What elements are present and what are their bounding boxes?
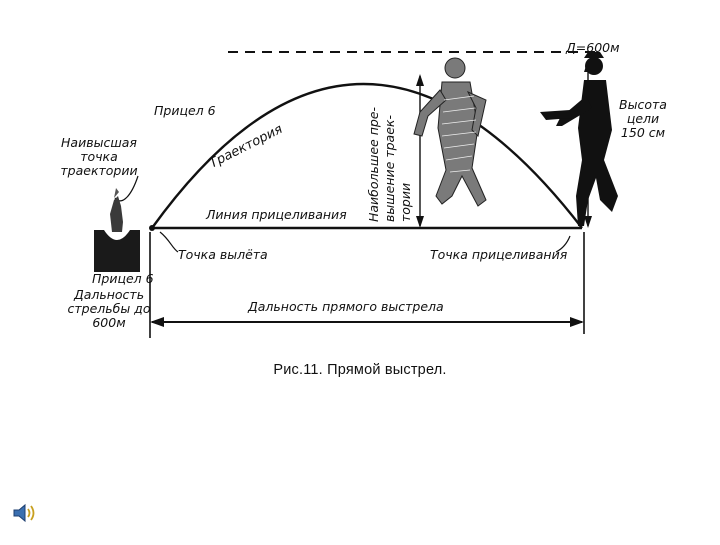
launch-point-marker bbox=[149, 225, 155, 231]
svg-text:Наибольшее пре-: Наибольшее пре- bbox=[366, 107, 381, 222]
highest-point-label: Наивысшая точка траектории bbox=[60, 135, 138, 178]
exceed-line-3: тории bbox=[398, 183, 413, 222]
enemy-target-figure bbox=[540, 52, 618, 226]
launch-point-label: Точка вылёта bbox=[178, 247, 268, 262]
soldier-hatching bbox=[441, 95, 477, 173]
figure-caption: Рис.11. Прямой выстрел. bbox=[273, 362, 447, 378]
exceed-line-2: вышение траек- bbox=[382, 115, 397, 222]
svg-text:тории: тории bbox=[398, 183, 413, 222]
range-arrowhead-left bbox=[150, 317, 164, 327]
sight-top-label: Прицел 6 bbox=[154, 103, 216, 118]
trajectory-label: Траектория bbox=[207, 122, 285, 172]
trajectory-curve bbox=[151, 83, 583, 229]
range-arrowhead-right bbox=[570, 317, 584, 327]
sight-bottom-label: Прицел 6 bbox=[92, 271, 154, 286]
soldier-running-figure bbox=[413, 57, 487, 207]
aim-point-leader bbox=[555, 235, 571, 253]
highest-point-leader bbox=[114, 175, 139, 202]
aim-line-label: Линия прицеливания bbox=[206, 207, 347, 222]
max-height-arrowhead-bottom bbox=[416, 216, 424, 228]
target-height-arrowhead-bottom bbox=[584, 216, 592, 228]
launch-point-leader bbox=[159, 231, 179, 253]
speaker-icon[interactable] bbox=[12, 502, 38, 524]
exceed-line-1: Наибольшее пре- bbox=[366, 107, 381, 222]
aim-point-label: Точка прицеливания bbox=[430, 247, 568, 262]
range-label: Дальность стрельбы до 600м bbox=[67, 287, 151, 330]
exceed-label-group: Наибольшее пре- вышение траек- тории bbox=[366, 107, 413, 222]
distance-label: Д=600м bbox=[566, 40, 620, 55]
direct-range-label: Дальность прямого выстрела bbox=[248, 299, 444, 314]
rear-sight-illustration bbox=[94, 188, 140, 272]
max-height-arrowhead-top bbox=[416, 74, 424, 86]
svg-text:вышение траек-: вышение траек- bbox=[382, 115, 397, 222]
target-height-label: Высота цели 150 см bbox=[619, 97, 667, 140]
